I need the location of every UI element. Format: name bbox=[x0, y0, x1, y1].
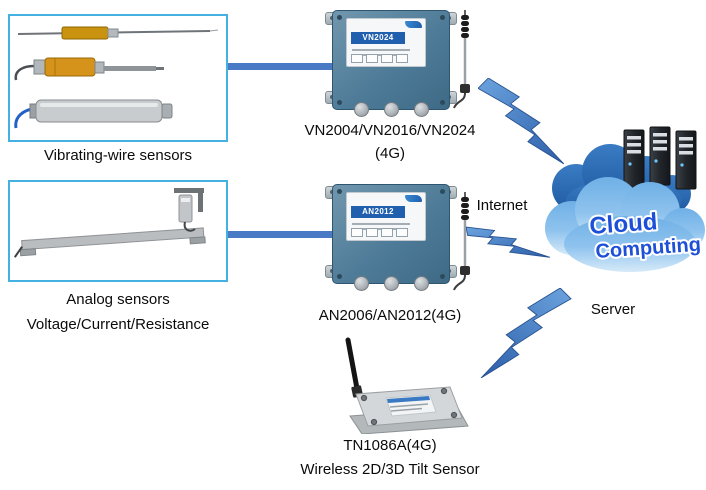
screw-icon bbox=[440, 274, 445, 279]
screw-icon bbox=[360, 387, 458, 426]
tn-caption-line2: Wireless 2D/3D Tilt Sensor bbox=[300, 461, 480, 478]
screw-icon bbox=[440, 15, 445, 20]
vw-sensor-rod bbox=[17, 26, 219, 40]
an-caption: AN2006/AN2012(4G) bbox=[318, 307, 462, 324]
tn-antenna-icon bbox=[345, 337, 363, 398]
tn-front-label bbox=[385, 394, 437, 417]
tn-caption-line1: TN1086A(4G) bbox=[343, 437, 437, 454]
screw-icon bbox=[440, 100, 445, 105]
wire-connector-vn bbox=[228, 63, 332, 70]
terminal-legend-icon bbox=[351, 228, 408, 237]
screw-icon bbox=[440, 189, 445, 194]
an-front-label: AN2012 bbox=[346, 192, 426, 241]
vn-caption-line1: VN2004/VN2016/VN2024 bbox=[304, 122, 476, 139]
vw-sensor-piezo bbox=[14, 99, 173, 129]
cloud-front-shape bbox=[545, 177, 705, 272]
wireless-link-an-cloud bbox=[466, 226, 550, 258]
vn-enclosure: VN2024 bbox=[332, 10, 450, 110]
vn-caption-line2: (4G) bbox=[375, 145, 405, 162]
vendor-logo-icon bbox=[405, 195, 422, 202]
vw-sensor-mid bbox=[14, 57, 164, 81]
vn-model-text: VN2024 bbox=[351, 32, 405, 44]
cloud-computing-icon: Cloud Computing bbox=[545, 126, 705, 272]
an-enclosure: AN2012 bbox=[332, 184, 450, 284]
an-model-text: AN2012 bbox=[351, 206, 405, 218]
analog-sensors-label: Analog sensors bbox=[66, 291, 170, 308]
wireless-link-cloud-tn bbox=[480, 288, 572, 378]
cloud-word-1: Cloud bbox=[589, 208, 659, 240]
vendor-logo-icon bbox=[405, 21, 422, 28]
server-towers-icon bbox=[623, 126, 697, 190]
screw-icon bbox=[337, 274, 342, 279]
analog-sensors-panel bbox=[8, 180, 228, 282]
server-label: Server bbox=[590, 301, 636, 318]
analog-beam-sensor bbox=[13, 227, 206, 258]
tn-tilt-sensor-device bbox=[345, 337, 469, 434]
analog-sensors-sublabel: Voltage/Current/Resistance bbox=[26, 316, 210, 333]
wireless-link-vn-cloud bbox=[478, 78, 564, 164]
analog-sensors-illustration bbox=[13, 188, 206, 258]
cable-glands-icon bbox=[332, 276, 450, 291]
screw-icon bbox=[337, 189, 342, 194]
vn-antenna-icon bbox=[453, 10, 470, 109]
vibrating-sensors-panel bbox=[8, 14, 228, 142]
an-antenna-icon bbox=[453, 192, 470, 291]
analog-small-sensor bbox=[174, 188, 204, 232]
screw-icon bbox=[337, 15, 342, 20]
screw-icon bbox=[337, 100, 342, 105]
wire-connector-an bbox=[228, 231, 332, 238]
vibrating-sensors-label: Vibrating-wire sensors bbox=[43, 147, 193, 164]
vn-datalogger-device: VN2024 bbox=[325, 10, 457, 117]
terminal-legend-icon bbox=[351, 54, 408, 63]
internet-label: Internet bbox=[476, 197, 528, 214]
cable-glands-icon bbox=[332, 102, 450, 117]
vn-front-label: VN2024 bbox=[346, 18, 426, 67]
vibrating-sensors-illustration bbox=[14, 26, 219, 129]
an-datalogger-device: AN2012 bbox=[325, 184, 457, 291]
